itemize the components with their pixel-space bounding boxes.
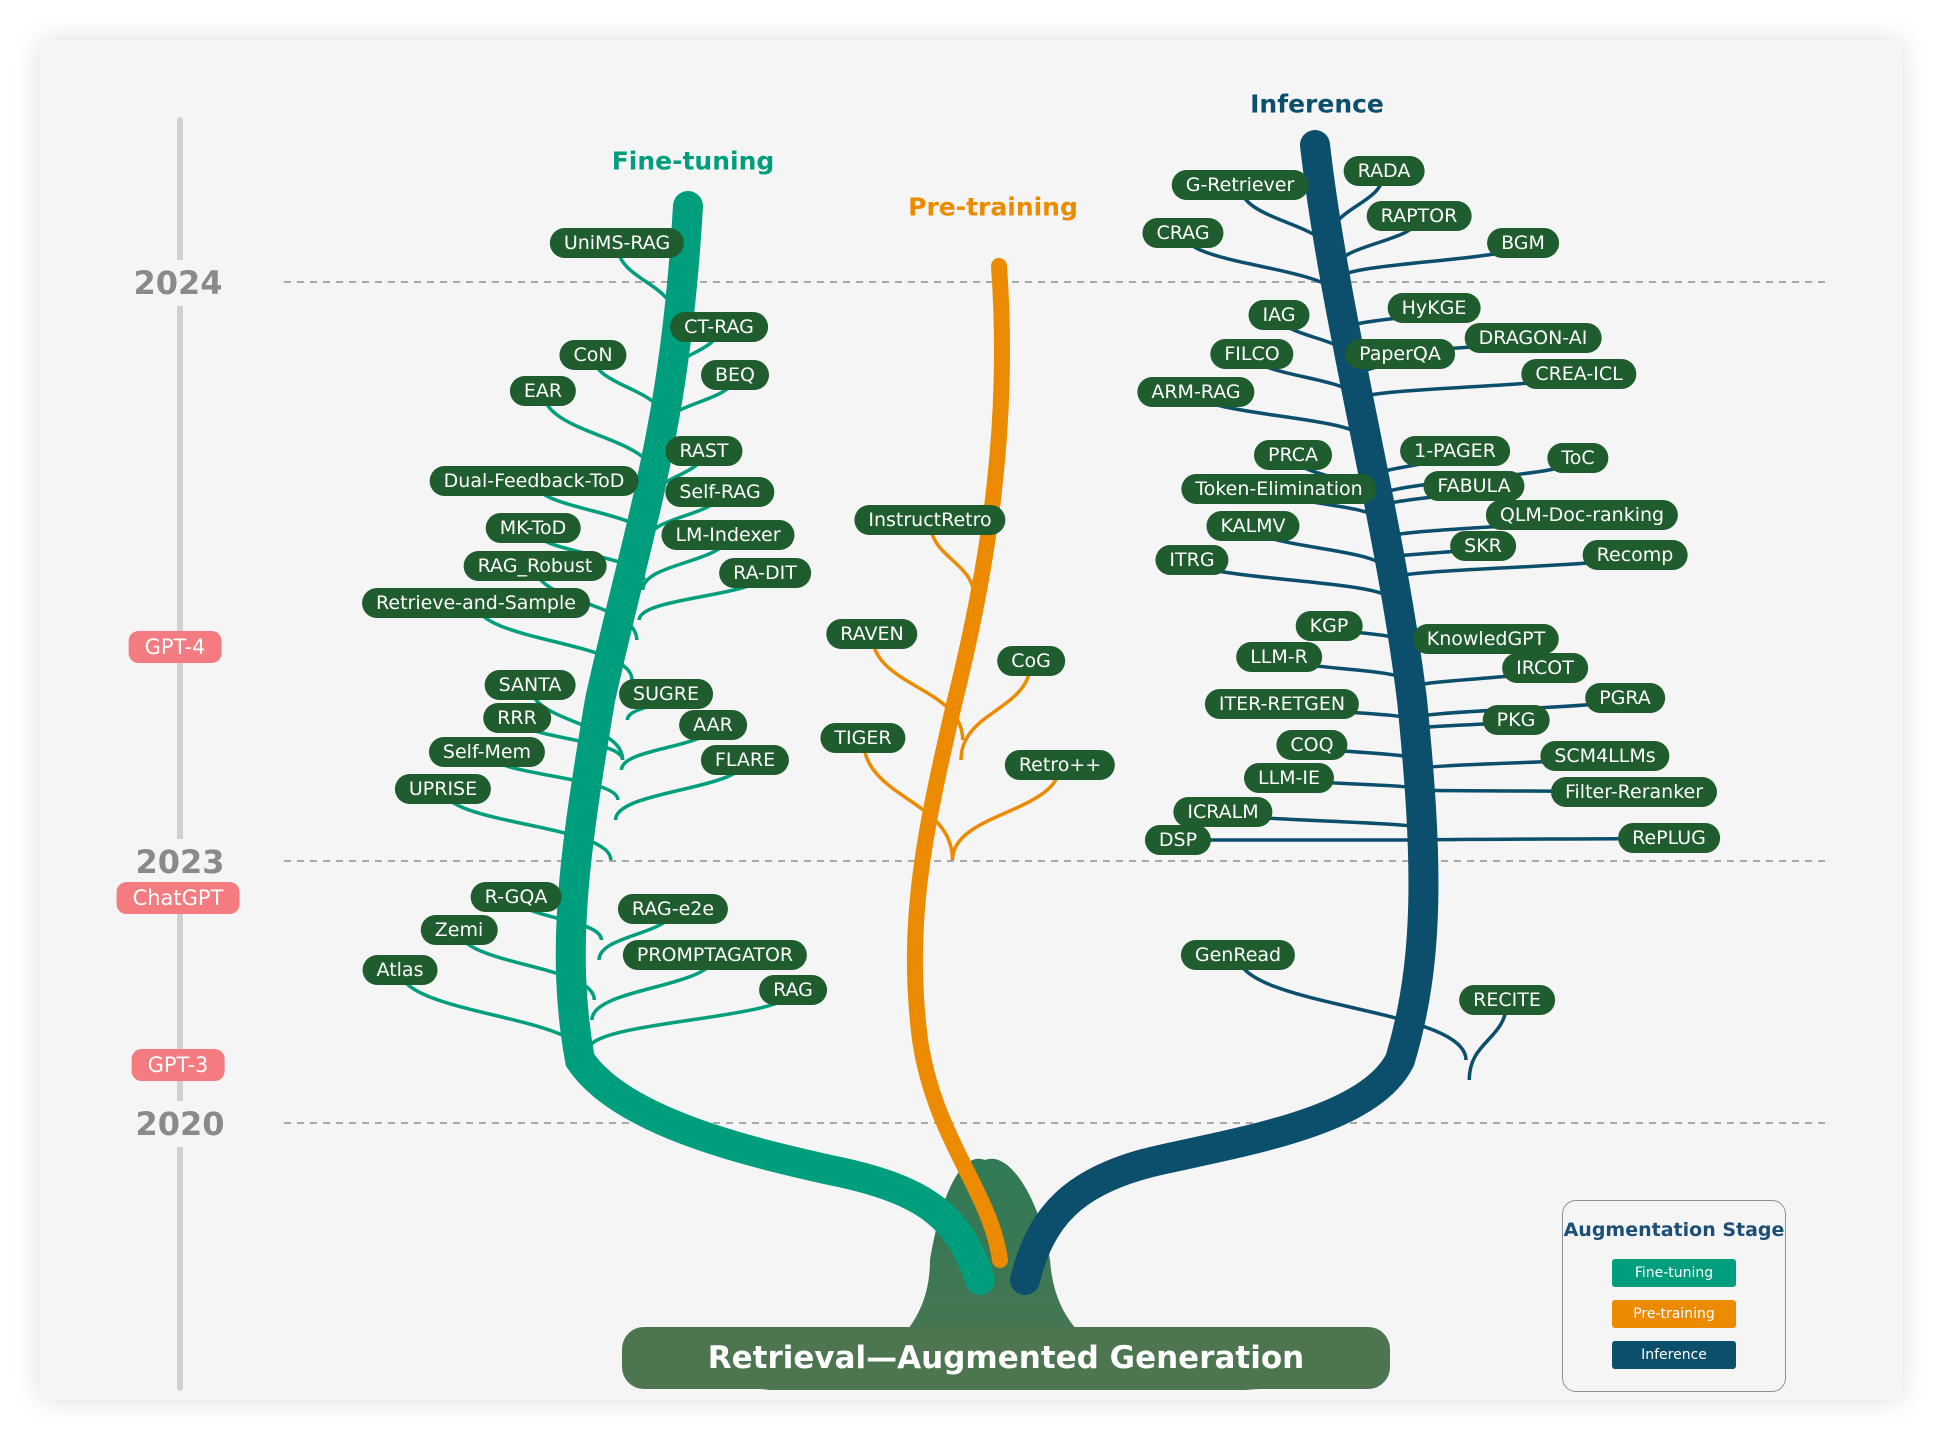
branch-cog: [959, 660, 1033, 761]
node-skr: SKR: [1450, 531, 1516, 561]
node-crag: CRAG: [1142, 218, 1224, 248]
node-lm-indexer: LM-Indexer: [661, 520, 795, 550]
trunk-base: [760, 1158, 1260, 1390]
node-hykge: HyKGE: [1387, 293, 1481, 323]
node-recite: RECITE: [1459, 985, 1555, 1015]
node-arm-rag: ARM-RAG: [1137, 377, 1255, 407]
node-filter-reranker: Filter-Reranker: [1550, 777, 1718, 807]
node-rrr: RRR: [483, 703, 551, 733]
branch-title-pre-training: Pre-training: [908, 192, 1078, 222]
node-instructretro: InstructRetro: [854, 505, 1006, 535]
node-coq: COQ: [1276, 730, 1348, 760]
node-tiger: TIGER: [820, 723, 906, 753]
node-genread: GenRead: [1180, 940, 1296, 970]
node-g-retriever: G-Retriever: [1171, 170, 1309, 200]
node-iter-retgen: ITER-RETGEN: [1204, 689, 1360, 719]
node-token-elimination: Token-Elimination: [1181, 474, 1377, 504]
legend-title: Augmentation Stage: [1563, 1219, 1785, 1241]
milestone-chatgpt: ChatGPT: [116, 882, 240, 914]
node-raven: RAVEN: [826, 619, 918, 649]
node-llm-ie: LLM-IE: [1243, 763, 1335, 793]
node-scm4llms: SCM4LLMs: [1540, 741, 1670, 771]
node-pkg: PKG: [1482, 705, 1550, 735]
node-zemi: Zemi: [420, 915, 498, 945]
node-self-rag: Self-RAG: [665, 477, 775, 507]
node-knowledgpt: KnowledGPT: [1412, 624, 1560, 654]
node-raptor: RAPTOR: [1366, 201, 1472, 231]
node-rag-e2e: RAG-e2e: [617, 894, 729, 924]
root-label: Retrieval—Augmented Generation: [622, 1327, 1390, 1389]
node-flare: FLARE: [700, 745, 790, 775]
node-icralm: ICRALM: [1173, 797, 1273, 827]
inference-trunk: [1010, 130, 1439, 1295]
node-ra-dit: RA-DIT: [719, 558, 811, 588]
node-retrieve-and-sample: Retrieve-and-Sample: [362, 588, 590, 618]
fine-tuning-trunk: [555, 191, 995, 1295]
node-uprise: UPRISE: [394, 774, 492, 804]
year-label-2023: 2023: [133, 839, 227, 885]
node-itrg: ITRG: [1155, 545, 1229, 575]
branch-retro: [950, 764, 1062, 861]
node-rag-robust: RAG_Robust: [463, 551, 607, 581]
milestone-gpt-3: GPT-3: [131, 1049, 225, 1081]
node-aar: AAR: [679, 710, 747, 740]
node-rast: RAST: [665, 436, 743, 466]
branch-title-fine-tuning: Fine-tuning: [611, 146, 775, 176]
node-toc: ToC: [1547, 443, 1609, 473]
node-ct-rag: CT-RAG: [670, 312, 768, 342]
pre-training-trunk: [906, 258, 1011, 1268]
node-atlas: Atlas: [362, 955, 438, 985]
branch-tiger: [861, 737, 955, 861]
node-unims-rag: UniMS-RAG: [549, 228, 685, 258]
node-rag: RAG: [759, 975, 827, 1005]
legend-pre-training: Pre-training: [1612, 1300, 1736, 1328]
node-qlm-doc-ranking: QLM-Doc-ranking: [1485, 500, 1679, 530]
node-mk-tod: MK-ToD: [485, 513, 581, 543]
node-retro: Retro++: [1004, 750, 1116, 780]
legend-fine-tuning: Fine-tuning: [1612, 1259, 1736, 1287]
node-sugre: SUGRE: [619, 679, 713, 709]
node-dragon-ai: DRAGON-AI: [1464, 323, 1602, 353]
node-beq: BEQ: [701, 360, 769, 390]
node-santa: SANTA: [484, 670, 576, 700]
node-kgp: KGP: [1295, 611, 1363, 641]
node-con: CoN: [559, 340, 627, 370]
node-1-pager: 1-PAGER: [1400, 436, 1510, 466]
node-pgra: PGRA: [1585, 683, 1665, 713]
branch-atlas: [398, 969, 589, 1061]
node-promptagator: PROMPTAGATOR: [622, 940, 808, 970]
node-dual-feedback-tod: Dual-Feedback-ToD: [429, 466, 639, 496]
node-self-mem: Self-Mem: [428, 737, 546, 767]
node-iag: IAG: [1248, 300, 1310, 330]
node-r-gqa: R-GQA: [470, 882, 562, 912]
node-fabula: FABULA: [1423, 471, 1525, 501]
node-ircot: IRCOT: [1502, 653, 1588, 683]
legend: Augmentation Stage Fine-tuning Pre-train…: [1562, 1200, 1786, 1392]
legend-inference: Inference: [1612, 1341, 1736, 1369]
node-rada: RADA: [1343, 156, 1425, 186]
year-label-2024: 2024: [131, 260, 225, 306]
node-paperqa: PaperQA: [1345, 339, 1455, 369]
node-cog: CoG: [997, 646, 1065, 676]
node-kalmv: KALMV: [1206, 511, 1300, 541]
node-dsp: DSP: [1144, 825, 1212, 855]
node-recomp: Recomp: [1582, 540, 1688, 570]
branch-title-inference: Inference: [1250, 89, 1384, 119]
node-prca: PRCA: [1254, 440, 1332, 470]
year-label-2020: 2020: [133, 1101, 227, 1147]
node-bgm: BGM: [1487, 228, 1559, 258]
node-replug: RePLUG: [1618, 823, 1720, 853]
node-ear: EAR: [509, 376, 577, 406]
milestone-gpt-4: GPT-4: [128, 631, 222, 663]
branch-raven: [870, 633, 965, 741]
node-filco: FILCO: [1210, 339, 1294, 369]
node-llm-r: LLM-R: [1236, 642, 1322, 672]
node-crea-icl: CREA-ICL: [1521, 359, 1637, 389]
branch-genread: [1236, 954, 1468, 1061]
